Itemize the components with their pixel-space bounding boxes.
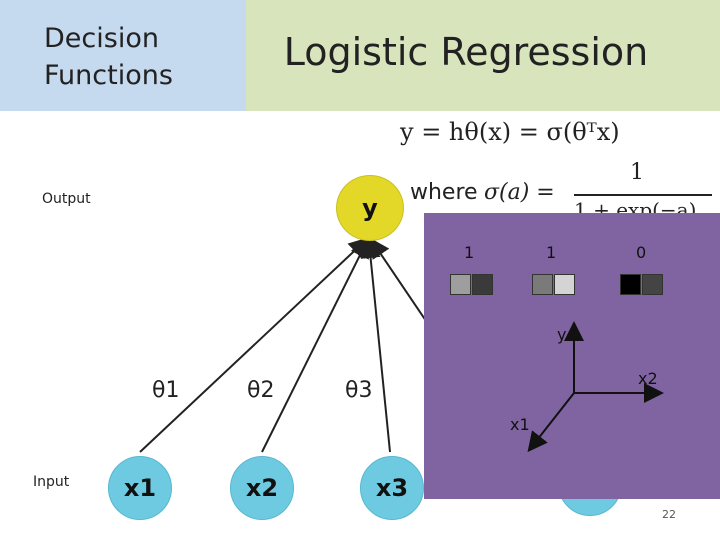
axis-label-x2: x2	[638, 369, 658, 388]
edge-x2-y	[261, 237, 369, 453]
page-number: 22	[662, 508, 676, 521]
weight-theta2: θ2	[247, 378, 275, 403]
axis-x1	[527, 392, 575, 453]
output-label: Output	[42, 191, 91, 207]
axis-label-y: y	[557, 325, 567, 344]
swatch-1a	[450, 274, 471, 295]
sigmoid-lhs: σ(a) =	[484, 180, 555, 205]
title-header	[246, 0, 720, 111]
axes-diagram	[527, 321, 664, 453]
fraction-bar	[574, 194, 712, 196]
input-label: Input	[33, 474, 70, 490]
swatch-3a	[620, 274, 641, 295]
overlay-number-2: 1	[546, 243, 557, 262]
edge-x1-y	[139, 237, 369, 453]
where-word: where	[410, 180, 478, 205]
sigmoid-numerator: 1	[630, 160, 644, 185]
model-equation: y = hθ(x) = σ(θᵀx)	[400, 118, 620, 146]
swatch-2b	[554, 274, 575, 295]
swatch-2a	[532, 274, 553, 295]
input-node-x2: x2	[230, 456, 294, 520]
section-title: Decision Functions	[44, 23, 173, 91]
input-node-x3: x3	[360, 456, 424, 520]
input-node-x1: x1	[108, 456, 172, 520]
overlay-number-3: 0	[636, 243, 647, 262]
overlay-number-1: 1	[464, 243, 475, 262]
axis-label-x1: x1	[510, 415, 530, 434]
slide-title: Logistic Regression	[283, 30, 649, 74]
weight-theta1: θ1	[152, 378, 180, 403]
output-node: y	[336, 175, 404, 241]
edge-x3-y	[360, 238, 391, 453]
weight-theta3: θ3	[345, 378, 373, 403]
swatch-3b	[642, 274, 663, 295]
section-header	[0, 0, 246, 111]
overlay-panel: 1 1 0 y x2 x1	[424, 213, 720, 499]
swatch-1b	[472, 274, 493, 295]
